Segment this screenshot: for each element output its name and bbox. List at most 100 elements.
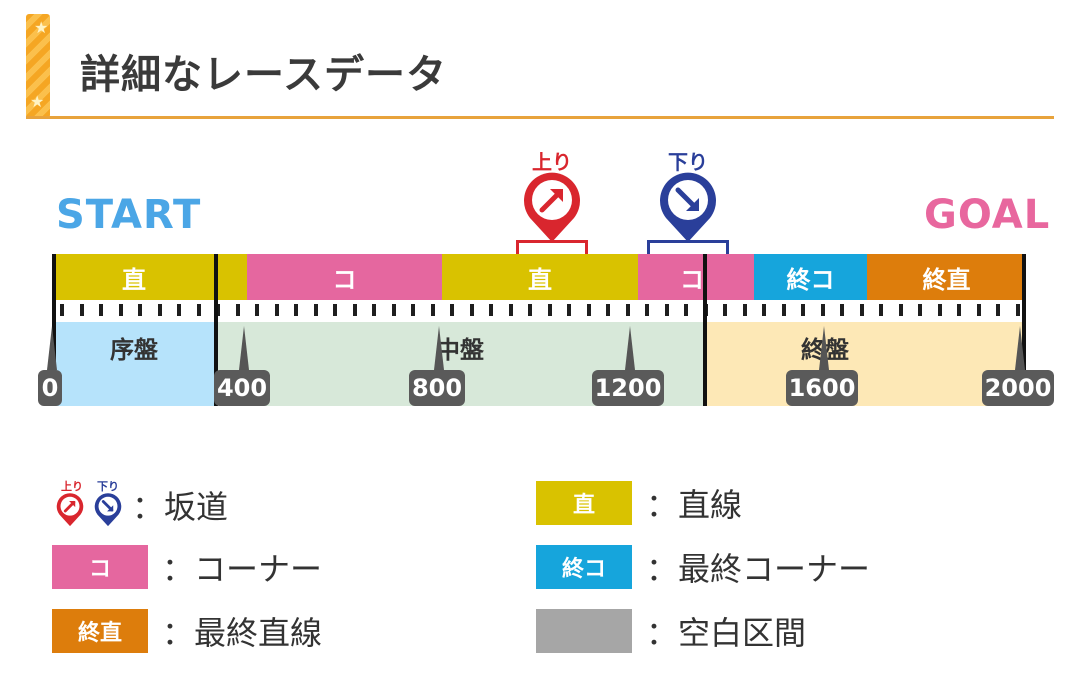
page-title: 詳細なレースデータ — [80, 52, 447, 98]
legend-item-final-corner: 終コ ：最終コーナー — [536, 544, 870, 590]
ruler-tick — [314, 304, 318, 316]
ruler-tick — [606, 304, 610, 316]
legend-chip-straight: 直 — [536, 481, 632, 525]
distance-marker-label: 800 — [409, 370, 465, 406]
ruler-tick — [665, 304, 669, 316]
goal-label: GOAL — [924, 192, 1051, 238]
downhill-label: 下り — [668, 150, 708, 174]
start-label: START — [56, 192, 202, 238]
ruler-tick — [626, 304, 630, 316]
ruler-tick — [879, 304, 883, 316]
ruler-tick — [431, 304, 435, 316]
legend-text: ：最終コーナー — [646, 550, 871, 588]
star-icon: ★ — [34, 18, 49, 37]
segment-straight: 直 — [442, 254, 638, 300]
distance-marker-label: 0 — [38, 370, 62, 406]
ruler-tick — [158, 304, 162, 316]
star-icon: ★ — [30, 92, 45, 111]
segment-corner — [706, 254, 754, 300]
legend-text: ：コーナー — [162, 550, 323, 588]
uphill-pin-icon — [56, 493, 84, 527]
ruler-tick — [216, 304, 220, 316]
ruler-tick — [509, 304, 513, 316]
ruler-tick — [821, 304, 825, 316]
ruler-tick — [528, 304, 532, 316]
downhill-pin-icon — [94, 493, 122, 527]
header-divider — [26, 116, 1054, 119]
uphill-legend-label: 上り — [61, 480, 83, 493]
ruler-tick — [275, 304, 279, 316]
ruler-tick — [762, 304, 766, 316]
segment-straight: 直 — [52, 254, 216, 300]
ruler-tick — [567, 304, 571, 316]
ruler-tick — [957, 304, 961, 316]
legend-chip-final-straight: 終直 — [52, 609, 148, 653]
segment-corner: コ — [638, 254, 706, 300]
legend-item-corner: コ ：コーナー — [52, 544, 322, 590]
legend-text: ：最終直線 — [162, 614, 323, 652]
uphill-pin-icon — [524, 172, 580, 242]
ruler-tick — [470, 304, 474, 316]
ruler-tick — [860, 304, 864, 316]
section-header: ★ ★ 詳細なレースデータ — [26, 14, 1054, 119]
ruler-tick — [119, 304, 123, 316]
ruler-tick — [294, 304, 298, 316]
legend-chip-blank — [536, 609, 632, 653]
phase-early: 序盤 — [52, 322, 216, 406]
phase-divider — [703, 254, 707, 406]
ruler-tick — [411, 304, 415, 316]
ruler-tick — [450, 304, 454, 316]
ruler-tick — [743, 304, 747, 316]
phase-divider — [214, 254, 218, 406]
downhill-legend-label: 下り — [97, 480, 119, 493]
legend-item-blank: ：空白区間 — [536, 608, 806, 654]
ruler-tick — [489, 304, 493, 316]
segment-corner: コ — [247, 254, 442, 300]
ruler-tick — [60, 304, 64, 316]
ruler-tick — [645, 304, 649, 316]
ruler-tick — [197, 304, 201, 316]
legend-text: ：空白区間 — [646, 614, 807, 652]
ruler-tick — [353, 304, 357, 316]
ruler-tick — [723, 304, 727, 316]
ruler-tick — [684, 304, 688, 316]
ruler-tick — [977, 304, 981, 316]
segment-final-corner: 終コ — [754, 254, 867, 300]
segment-straight — [216, 254, 247, 300]
distance-marker-label: 1600 — [786, 370, 858, 406]
legend-chip-final-corner: 終コ — [536, 545, 632, 589]
course-diagram: 直 コ 直 コ 終コ 終直 序盤 中盤 終盤 0 400 800 1200 16… — [38, 254, 1054, 406]
ruler-tick — [392, 304, 396, 316]
ruler-tick — [333, 304, 337, 316]
phase-label: 中盤 — [436, 336, 484, 364]
distance-marker-label: 400 — [214, 370, 270, 406]
distance-marker-label: 1200 — [592, 370, 664, 406]
ruler-tick — [236, 304, 240, 316]
downhill-slope-marker: 下り — [650, 152, 726, 248]
ruler-tick — [99, 304, 103, 316]
slope-legend-icons: 上り 下り — [52, 478, 128, 532]
uphill-range-bracket — [516, 240, 588, 255]
uphill-label: 上り — [532, 150, 572, 174]
ruler-tick — [840, 304, 844, 316]
header-accent-bar: ★ ★ — [26, 14, 50, 118]
ruler-tick — [996, 304, 1000, 316]
phase-late: 終盤 — [704, 322, 1026, 406]
ruler-tick — [80, 304, 84, 316]
legend-text: ：直線 — [646, 486, 743, 524]
downhill-pin-icon — [660, 172, 716, 242]
ruler-tick — [177, 304, 181, 316]
ruler-tick — [938, 304, 942, 316]
uphill-slope-marker: 上り — [514, 152, 590, 248]
legend-item-slope: 上り 下り ：坂道 — [52, 478, 228, 532]
ruler-tick — [1016, 304, 1020, 316]
legend-item-final-straight: 終直 ：最終直線 — [52, 608, 322, 654]
legend-item-straight: 直 ：直線 — [536, 480, 742, 526]
legend-text: ：坂道 — [132, 488, 229, 526]
ruler-tick — [255, 304, 259, 316]
downhill-range-bracket — [647, 240, 729, 255]
ruler-tick — [548, 304, 552, 316]
ruler-tick — [782, 304, 786, 316]
ruler-tick — [801, 304, 805, 316]
ruler-tick — [918, 304, 922, 316]
